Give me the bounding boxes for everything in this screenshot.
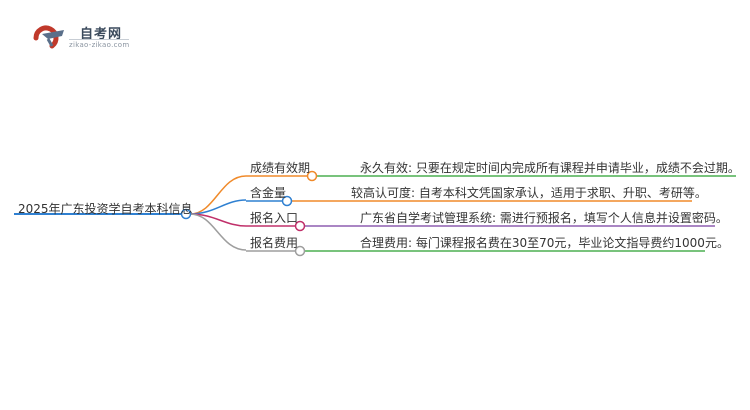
branch-label-value: 含金量 xyxy=(250,186,287,200)
logo-url: zikao-zikao.com xyxy=(69,41,130,49)
site-logo[interactable] xyxy=(30,20,160,60)
branch-3-dot xyxy=(294,220,306,232)
branch-4-dot xyxy=(294,245,306,257)
branch-label-fees: 报名费用 xyxy=(250,236,299,250)
root-node-label: 2025年广东投资学自考本科信息 xyxy=(18,202,193,216)
branch-label-entry: 报名入口 xyxy=(250,211,299,225)
connector-branch-4 xyxy=(189,213,247,251)
branch-2-dot xyxy=(281,195,293,207)
logo-mark-icon xyxy=(33,25,64,49)
detail-entry: 广东省自学考试管理系统: 需进行预报名，填写个人信息并设置密码。 xyxy=(360,211,728,225)
logo-divider xyxy=(69,39,129,40)
detail-value: 较高认可度: 自考本科文凭国家承认，适用于求职、升职、考研等。 xyxy=(351,186,707,200)
branch-label-validity: 成绩有效期 xyxy=(250,161,311,175)
detail-fees: 合理费用: 每门课程报名费在30至70元，毕业论文指导费约1000元。 xyxy=(360,236,729,250)
logo-name: 自考网 xyxy=(80,27,123,42)
branch-1-dot xyxy=(306,170,318,182)
root-node-dot xyxy=(180,208,192,220)
detail-validity: 永久有效: 只要在规定时间内完成所有课程并申请毕业，成绩不会过期。 xyxy=(360,161,740,175)
